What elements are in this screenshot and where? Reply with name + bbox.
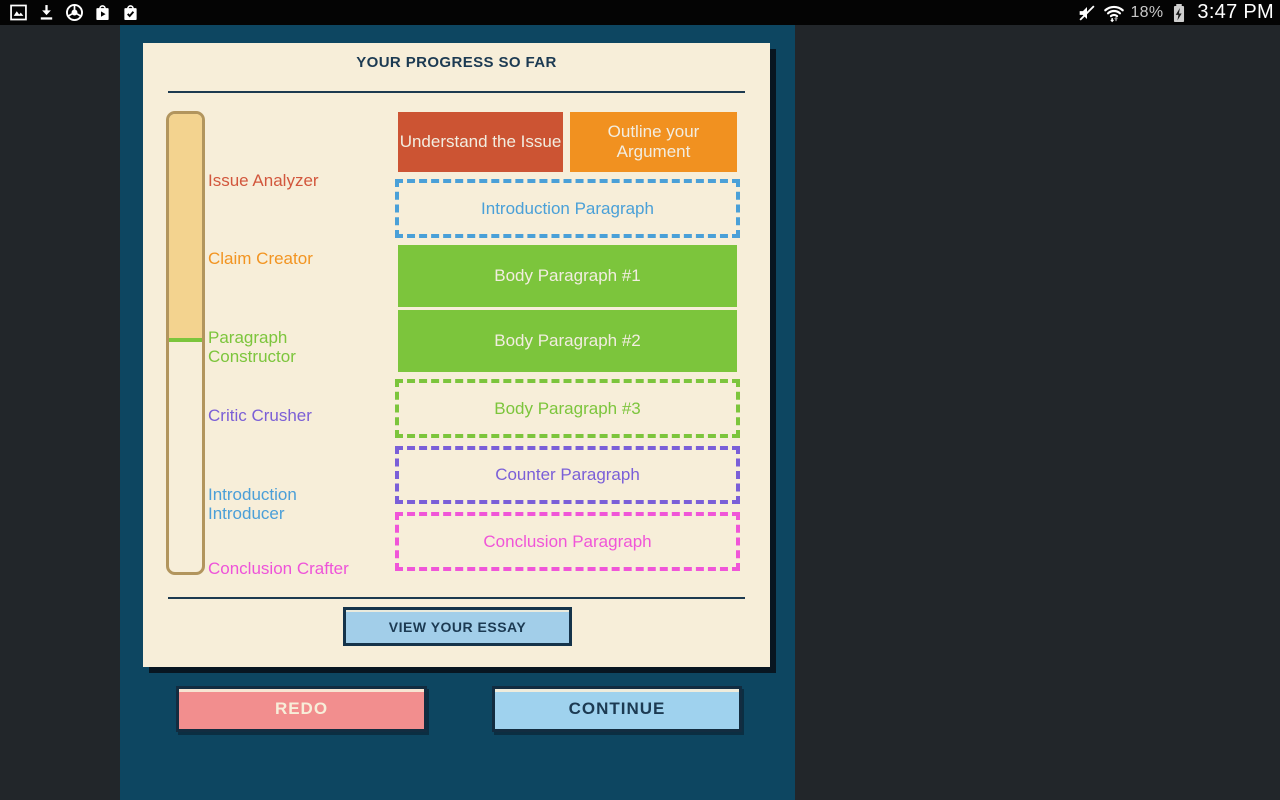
progress-card: YOUR PROGRESS SO FAR Issue Analyzer Clai… bbox=[143, 43, 770, 667]
step-body-paragraph-3: Body Paragraph #3 bbox=[395, 379, 740, 438]
my-apps-icon bbox=[124, 5, 137, 20]
clock: 3:47 PM bbox=[1197, 1, 1274, 23]
battery-percent: 18% bbox=[1130, 3, 1164, 21]
progress-bar-fill bbox=[169, 114, 202, 339]
continue-button[interactable]: CONTINUE bbox=[492, 686, 742, 732]
progress-bar-marker bbox=[169, 338, 202, 343]
stage-label-paragraph-constructor: Paragraph Constructor bbox=[208, 328, 296, 366]
step-counter-paragraph: Counter Paragraph bbox=[395, 446, 740, 504]
mute-icon bbox=[1079, 4, 1095, 21]
status-bar-right: 18% 3:47 PM bbox=[1076, 1, 1280, 24]
step-outline-your-argument: Outline your Argument bbox=[570, 112, 737, 172]
page-title: YOUR PROGRESS SO FAR bbox=[356, 54, 557, 71]
progress-bar bbox=[166, 111, 205, 575]
step-boxes: Understand the Issue Outline your Argume… bbox=[395, 43, 740, 667]
gallery-icon bbox=[10, 4, 27, 21]
divider-bottom bbox=[168, 597, 745, 599]
step-body-paragraph-2: Body Paragraph #2 bbox=[398, 310, 737, 372]
battery-charging-icon bbox=[1174, 3, 1185, 22]
divider-top bbox=[168, 91, 745, 93]
status-bar-left-icons bbox=[0, 2, 141, 23]
step-conclusion-paragraph: Conclusion Paragraph bbox=[395, 512, 740, 571]
app-background: YOUR PROGRESS SO FAR Issue Analyzer Clai… bbox=[0, 25, 1280, 800]
app-panel: YOUR PROGRESS SO FAR Issue Analyzer Clai… bbox=[120, 25, 795, 800]
status-bar: 18% 3:47 PM bbox=[0, 0, 1280, 25]
download-icon bbox=[40, 5, 53, 20]
stage-label-issue-analyzer: Issue Analyzer bbox=[208, 171, 319, 190]
view-your-essay-button[interactable]: VIEW YOUR ESSAY bbox=[343, 607, 572, 646]
stage-label-critic-crusher: Critic Crusher bbox=[208, 406, 312, 425]
step-understand-the-issue: Understand the Issue bbox=[398, 112, 563, 172]
redo-button[interactable]: REDO bbox=[176, 686, 427, 732]
chrome-icon bbox=[66, 4, 83, 21]
stage-label-conclusion-crafter: Conclusion Crafter bbox=[208, 559, 349, 578]
stage-label-claim-creator: Claim Creator bbox=[208, 249, 313, 268]
play-store-icon bbox=[96, 5, 109, 20]
step-body-paragraph-1: Body Paragraph #1 bbox=[398, 245, 737, 307]
stage-label-introduction-introducer: Introduction Introducer bbox=[208, 485, 297, 523]
step-introduction-paragraph: Introduction Paragraph bbox=[395, 179, 740, 238]
wifi-icon bbox=[1104, 5, 1125, 22]
